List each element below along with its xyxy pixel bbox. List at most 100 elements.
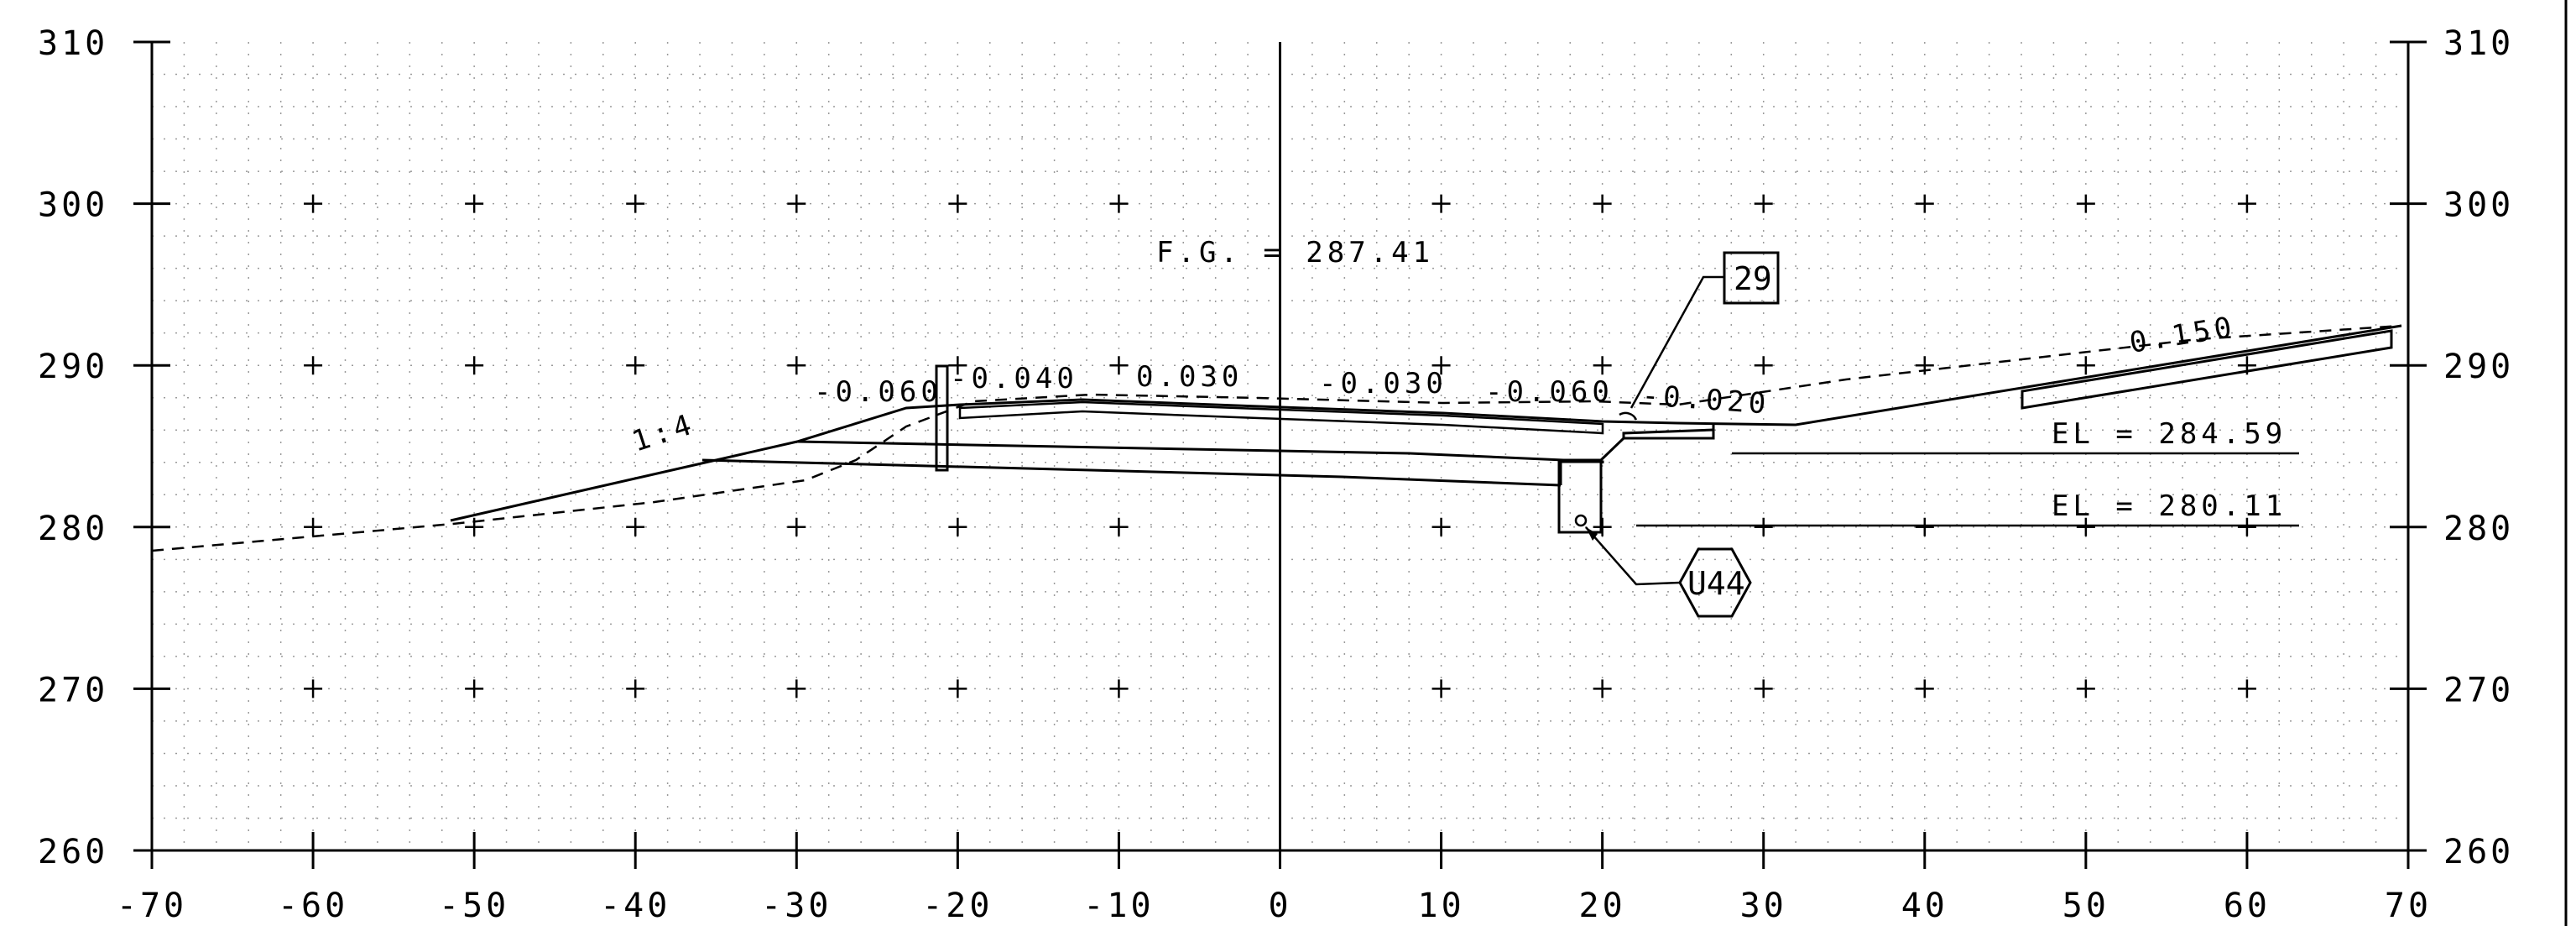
existing-ground-line: [151, 324, 2402, 552]
el-lower-label: EL = 280.11: [2052, 489, 2287, 523]
x-tick-label: 50: [2062, 887, 2109, 925]
grid-cross: [2076, 356, 2095, 375]
slope-ratio-label: 1:4: [628, 407, 699, 459]
grid-cross: [626, 517, 645, 536]
grid-cross: [1754, 679, 1773, 698]
y-tick-label-left: 310: [38, 24, 108, 63]
grid-cross: [1915, 194, 1934, 213]
slope-label-m060-right: -0.060: [1485, 375, 1614, 409]
grid-cross: [787, 194, 806, 213]
grid-cross: [1109, 356, 1129, 375]
grid-cross: [2076, 517, 2095, 536]
right-shoulder-slab: [2021, 329, 2393, 410]
grid-cross: [1593, 356, 1612, 375]
grid-cross: [304, 194, 323, 213]
grid-cross: [1593, 194, 1612, 213]
y-tick-label-left: 300: [38, 186, 108, 225]
x-tick-label: 30: [1740, 887, 1787, 925]
grid-cross: [1431, 517, 1451, 536]
subgrade-top-line: [796, 440, 1603, 463]
x-tick-label: -70: [117, 887, 187, 925]
right-wall: [1557, 458, 1603, 534]
callout-box: [1723, 251, 1780, 305]
pipe-marker: [1574, 514, 1588, 527]
y-tick-label-right: 310: [2443, 24, 2514, 63]
grid-cross: [1754, 356, 1773, 375]
pavement-slab: [958, 400, 1604, 435]
y-tick-label-right: 270: [2443, 671, 2514, 709]
grid-cross: [1431, 194, 1451, 213]
profile-geometry: [151, 275, 2402, 586]
grid-cross: [465, 679, 484, 698]
grid-cross: [948, 194, 967, 213]
x-tick-label: 10: [1417, 887, 1464, 925]
hex-leader-arrow: [1586, 527, 1598, 541]
callout-box-label: 29: [1734, 260, 1772, 297]
grid-cross: [2237, 517, 2256, 536]
y-tick-label-right: 280: [2443, 510, 2514, 548]
grid-cross: [787, 679, 806, 698]
grid-cross: [304, 679, 323, 698]
x-tick-label: 0: [1268, 887, 1291, 925]
finished-grade-line: [450, 324, 2402, 522]
x-tick-label: 70: [2385, 887, 2432, 925]
grid-cross: [948, 356, 967, 375]
grid-cross: [948, 679, 967, 698]
fg-label: F.G. = 287.41: [1156, 236, 1434, 269]
grid-cross: [1754, 517, 1773, 536]
grid-cross: [1593, 517, 1612, 536]
grid-cross: [626, 194, 645, 213]
grid-cross: [1915, 679, 1934, 698]
hex-leader-line: [1585, 526, 1681, 586]
x-tick-label: -60: [278, 887, 348, 925]
grid-cross: [1431, 679, 1451, 698]
y-tick-label-right: 290: [2443, 348, 2514, 386]
x-tick-label: 40: [1901, 887, 1948, 925]
x-tick-label: 20: [1579, 887, 1626, 925]
grid-cross: [1109, 517, 1129, 536]
y-tick-label-right: 260: [2443, 833, 2514, 871]
grid-cross: [304, 356, 323, 375]
x-tick-label: -40: [600, 887, 670, 925]
grid-cross: [948, 517, 967, 536]
grid-cross: [626, 679, 645, 698]
grid-cross: [2076, 679, 2095, 698]
slope-label-m020: -0.020: [1640, 379, 1770, 421]
grid-cross: [787, 356, 806, 375]
right-curb: [1622, 428, 1714, 438]
grid-cross: [304, 517, 323, 536]
y-tick-label-left: 270: [38, 671, 108, 709]
callout-hexagon: [1678, 547, 1752, 618]
left-curb-wall: [935, 364, 949, 472]
grid-cross: [1915, 356, 1934, 375]
grid-cross: [626, 356, 645, 375]
slope-label-m040: -0.040: [950, 362, 1078, 395]
slope-label-m030: -0.030: [1319, 367, 1447, 400]
grid-cross: [465, 194, 484, 213]
x-tick-label: -30: [761, 887, 832, 925]
grid-cross: [1109, 679, 1129, 698]
x-tick-label: -10: [1083, 887, 1154, 925]
box-leader-line: [1630, 275, 1724, 409]
x-tick-label: -20: [922, 887, 993, 925]
x-tick-label: 60: [2224, 887, 2271, 925]
grid-cross: [2237, 679, 2256, 698]
box-leader-arc: [1619, 411, 1638, 421]
grid-cross: [787, 517, 806, 536]
grid-cross: [2237, 194, 2256, 213]
grid-cross: [2076, 194, 2095, 213]
grid-cross: [1593, 679, 1612, 698]
y-tick-label-right: 300: [2443, 186, 2514, 225]
slope-label-m060-left: -0.060: [814, 375, 942, 409]
grid-cross: [465, 356, 484, 375]
axes: [133, 0, 2568, 926]
callout-hex-label: U44: [1687, 565, 1745, 602]
grid-cross: [1431, 356, 1451, 375]
subgrade-bottom-line: [701, 458, 1562, 487]
grid-crosses: [304, 194, 2256, 698]
grid-cross: [1754, 194, 1773, 213]
grid-cross: [1915, 517, 1934, 536]
y-tick-label-left: 290: [38, 348, 108, 386]
